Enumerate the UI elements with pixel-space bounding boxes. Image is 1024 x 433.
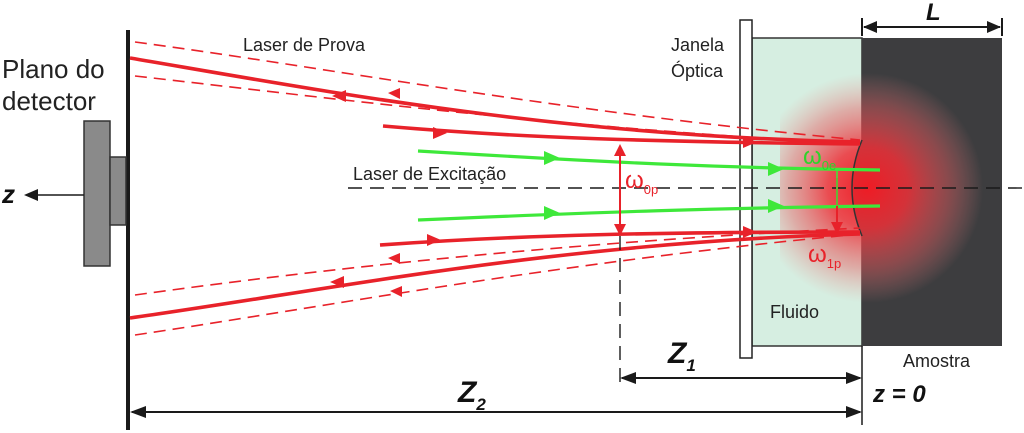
probe-beam-dashed-lower-outer	[134, 233, 861, 336]
arrow-down-icon	[614, 224, 626, 236]
arrow-right-icon	[743, 226, 757, 238]
l-label: L	[926, 0, 941, 26]
arrow-right-icon	[846, 372, 862, 384]
arrow-left-icon	[863, 21, 877, 33]
detector-plane-label-line2: detector	[2, 86, 96, 116]
z2-subscript: 2	[475, 395, 486, 414]
arrow-right-icon	[987, 21, 1001, 33]
arrow-right-icon	[427, 234, 441, 246]
arrow-left-icon	[620, 372, 636, 384]
arrow-right-icon	[544, 151, 560, 165]
optical-window-label-line2: Óptica	[671, 60, 724, 81]
w1p-subscript: 1p	[827, 256, 841, 271]
arrow-right-icon	[846, 406, 862, 418]
excitation-beam-upper	[417, 149, 881, 172]
probe-beam-dashed-lower-inner	[134, 227, 861, 296]
arrow-right-icon	[768, 199, 784, 213]
z-origin-label: z = 0	[872, 381, 926, 408]
optical-window	[739, 19, 753, 359]
w0p-subscript: 0p	[644, 182, 658, 197]
probe-beam-dashed-upper-outer	[134, 41, 861, 141]
arrow-down-icon	[831, 222, 843, 234]
arrow-right-icon	[768, 162, 784, 176]
z1-subscript: 1	[686, 356, 695, 375]
arrow-left-icon	[24, 189, 38, 201]
excitation-laser-label: Laser de Excitação	[353, 164, 506, 184]
arrow-left-icon	[388, 88, 400, 99]
arrow-left-icon	[330, 276, 344, 288]
arrow-right-icon	[544, 206, 560, 220]
arrow-left-icon	[332, 90, 346, 102]
probe-beam-solid-lower-return	[129, 232, 861, 320]
z1-label: Z1	[667, 337, 696, 375]
z2-label: Z2	[457, 376, 486, 414]
excitation-beam-lower	[417, 204, 881, 222]
arrow-left-icon	[130, 406, 146, 418]
optical-window-label-line1: Janela	[671, 35, 725, 55]
arrow-right-icon	[433, 127, 447, 139]
w0e-label: ω0e	[803, 143, 836, 173]
probe-beam-solid-upper-return	[129, 56, 861, 144]
detector-block	[83, 120, 111, 267]
sample-label: Amostra	[903, 351, 971, 371]
arrow-left-icon	[388, 253, 400, 264]
fluid-label: Fluido	[770, 302, 819, 322]
detector-neck	[109, 156, 127, 226]
w1p-label: ω1p	[808, 241, 841, 271]
arrow-left-icon	[390, 286, 402, 297]
z-axis-label: z	[1, 179, 15, 209]
detector-plane-label-line1: Plano do	[2, 54, 105, 84]
surface-deformation	[851, 139, 863, 237]
arrow-up-icon	[614, 144, 626, 156]
arrow-right-icon	[743, 136, 757, 148]
w0e-subscript: 0e	[822, 158, 836, 173]
probe-laser-label: Laser de Prova	[243, 35, 366, 55]
w0p-label: ω0p	[625, 167, 658, 197]
